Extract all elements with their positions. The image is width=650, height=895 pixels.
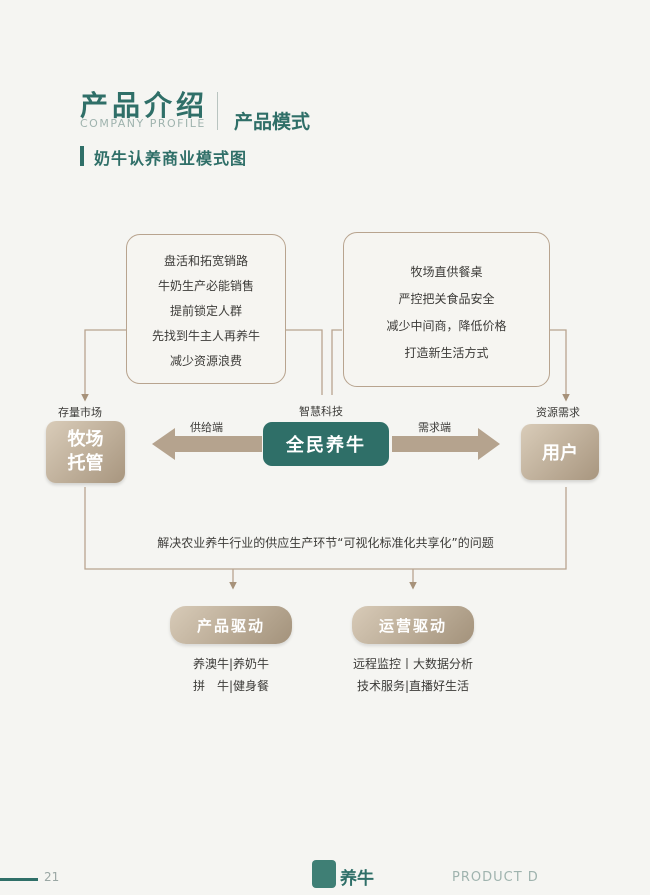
operation-driver-badge: 运营驱动 xyxy=(352,606,474,644)
ranch-custody-node: 牧场 托管 xyxy=(46,421,125,483)
page-title: 产品介绍 xyxy=(80,89,209,122)
page-number: 21 xyxy=(44,870,60,884)
footer-accent-line xyxy=(0,878,38,881)
national-cattle-node: 全民养牛 xyxy=(263,422,389,466)
demand-benefit-4: 打造新生活方式 xyxy=(404,346,489,360)
demand-arrow xyxy=(392,428,500,460)
supply-benefit-3: 提前锁定人群 xyxy=(169,304,242,318)
bottom-bracket xyxy=(84,487,567,570)
supply-benefit-2: 牛奶生产必能销售 xyxy=(157,279,254,293)
supply-side-label: 供给端 xyxy=(190,421,223,434)
demand-benefits-box: 牧场直供餐桌 严控把关食品安全 减少中间商，降低价格 打造新生活方式 xyxy=(343,232,550,387)
operation-driver-line-2: 技术服务|直播好生活 xyxy=(356,679,470,693)
diagram-title: 奶牛认养商业模式图 xyxy=(94,149,248,168)
supply-arrow xyxy=(152,428,262,460)
operation-driver-line-1: 远程监控丨大数据分析 xyxy=(352,657,473,671)
resource-demand-label: 资源需求 xyxy=(536,406,580,419)
subtitle-bar xyxy=(80,146,84,166)
demand-benefit-3: 减少中间商，降低价格 xyxy=(386,319,507,333)
connector-right-box-to-center xyxy=(331,329,342,395)
connector-right-box-to-user xyxy=(548,329,570,402)
section-title: 产品模式 xyxy=(234,111,311,133)
product-driver-line-2: 拼 牛|健身餐 xyxy=(192,679,270,693)
product-driver-line-1: 养澳牛|养奶牛 xyxy=(192,657,270,671)
product-driver-badge: 产品驱动 xyxy=(170,606,292,644)
solution-statement: 解决农业养牛行业的供应生产环节“可视化标准化共享化”的问题 xyxy=(157,536,494,550)
demand-benefit-1: 牧场直供餐桌 xyxy=(410,265,483,279)
demand-benefit-2: 严控把关食品安全 xyxy=(398,292,495,306)
stock-market-label: 存量市场 xyxy=(58,406,102,419)
footer-product-text: PRODUCT D xyxy=(452,870,539,885)
supply-benefit-5: 减少资源浪费 xyxy=(169,354,242,368)
cow-logo-icon xyxy=(312,860,336,888)
page-subtitle: COMPANY PROFILE xyxy=(80,117,206,130)
supply-benefit-4: 先找到牛主人再养牛 xyxy=(151,329,260,343)
connector-left-box-to-stock xyxy=(81,329,126,402)
connector-left-box-to-center xyxy=(285,329,323,395)
supply-benefits-box: 盘活和拓宽销路 牛奶生产必能销售 提前锁定人群 先找到牛主人再养牛 减少资源浪费 xyxy=(126,234,286,384)
demand-side-label: 需求端 xyxy=(418,421,451,434)
footer-logo-text: 养牛 xyxy=(340,869,374,889)
smart-tech-label: 智慧科技 xyxy=(299,405,343,418)
supply-benefit-1: 盘活和拓宽销路 xyxy=(163,254,248,268)
user-node: 用户 xyxy=(521,424,599,480)
title-divider xyxy=(217,92,218,130)
